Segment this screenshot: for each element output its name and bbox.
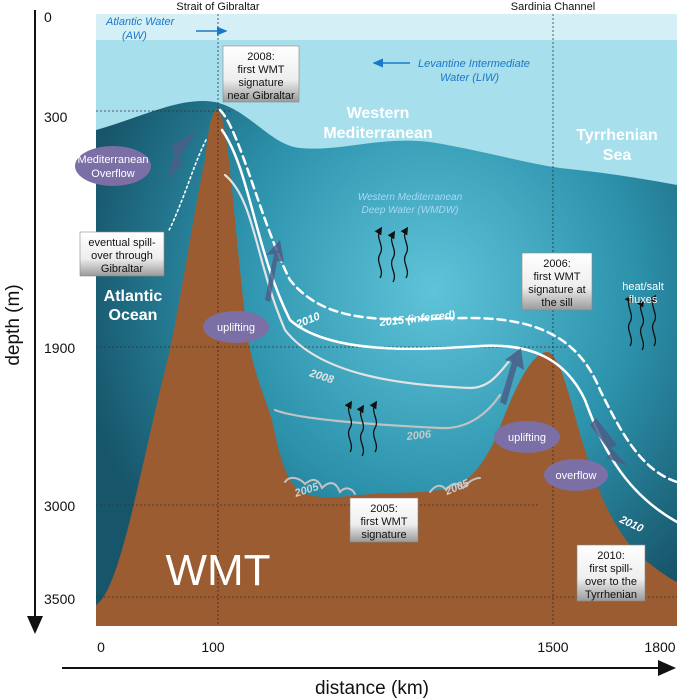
atlantic-ocean-line1: Atlantic (104, 288, 163, 305)
y-axis-title: depth (m) (3, 284, 24, 365)
western-med-line2: Mediterranean (323, 125, 432, 142)
box-2005-line3: signature (361, 529, 406, 541)
box-2005-line1: 2005: (370, 503, 398, 515)
box-spill-line1: eventual spill- (88, 237, 156, 249)
box-2006: 2006: first WMT signature at the sill (521, 252, 593, 311)
label-strait-of-gibraltar: Strait of Gibraltar (176, 1, 259, 13)
atlantic-ocean-line2: Ocean (109, 307, 158, 324)
box-2005-line2: first WMT (360, 516, 407, 528)
line-2008 (223, 173, 512, 390)
box-spill-line2: over through (91, 250, 153, 262)
mixing-squiggles-lower (344, 400, 378, 457)
wmdw-line2: Deep Water (WMDW) (361, 205, 458, 216)
x-tick-100: 100 (201, 639, 225, 655)
fluxes-line1: heat/salt (622, 281, 664, 293)
box-2008-line4: near Gibraltar (227, 90, 295, 102)
label-sardinia-channel: Sardinia Channel (511, 1, 595, 13)
box-2005: 2005: first WMT signature (349, 497, 419, 543)
x-tick-1800: 1800 (644, 639, 675, 655)
ellipse-uplifting-left: uplifting (203, 311, 269, 343)
box-2010: 2010: first spill- over to the Tyrrhenia… (576, 544, 646, 602)
svg-text:Overflow: Overflow (91, 168, 134, 180)
wmdw-line1: Western Mediterranean (358, 192, 463, 203)
atlantic-water-line1: Atlantic Water (105, 16, 176, 28)
box-2006-line1: 2006: (543, 258, 571, 270)
ellipse-med-overflow: Mediterranean Overflow (75, 146, 151, 186)
mixing-squiggles-right (624, 294, 657, 351)
y-tick-0: 0 (44, 9, 52, 25)
label-2006: 2006 (405, 428, 432, 443)
overflow-arrow (590, 418, 628, 466)
liw-line2: Water (LIW) (440, 72, 499, 84)
tyrrhenian-line2: Sea (603, 147, 632, 164)
y-tick-300: 300 (44, 109, 68, 125)
y-tick-1900: 1900 (44, 340, 75, 356)
atlantic-water-line2: (AW) (122, 30, 147, 42)
y-tick-3500: 3500 (44, 591, 75, 607)
y-tick-3000: 3000 (44, 498, 75, 514)
svg-text:Mediterranean: Mediterranean (78, 154, 149, 166)
ellipse-med-overflow-line1: Mediterranean (78, 154, 149, 166)
box-2010-line3: over to the (585, 576, 637, 588)
line-outflow-dotted (167, 139, 207, 233)
wmt-label: WMT (165, 546, 270, 595)
tyrrhenian-line1: Tyrrhenian (576, 127, 658, 144)
box-2008-line3: signature (238, 77, 283, 89)
x-tick-0: 0 (97, 639, 105, 655)
box-2008-line1: 2008: (247, 51, 275, 63)
flow-arrows (168, 130, 628, 466)
ellipse-uplifting-right: uplifting (494, 421, 560, 453)
med-overflow-arrow (168, 130, 197, 180)
box-2010-line2: first spill- (589, 563, 633, 575)
seafloor (96, 109, 677, 626)
box-spill-line3: Gibraltar (101, 263, 144, 275)
box-spill: eventual spill- over through Gibraltar (79, 231, 165, 277)
box-2008: 2008: first WMT signature near Gibraltar (222, 45, 300, 103)
atlantic-water-band (96, 14, 677, 40)
line-2006 (273, 393, 502, 430)
box-2008-line2: first WMT (237, 64, 284, 76)
line-2015-inferred (218, 108, 679, 484)
box-2006-line4: the sill (541, 297, 572, 309)
uplift-arrow-right (500, 348, 524, 405)
fluxes-line2: fluxes (629, 294, 658, 306)
box-2010-line1: 2010: (597, 550, 625, 562)
box-2006-line3: signature at (528, 284, 585, 296)
ellipse-uplifting-left-label: uplifting (217, 322, 255, 334)
box-2006-line2: first WMT (533, 271, 580, 283)
ellipse-uplifting-right-label: uplifting (508, 432, 546, 444)
ellipse-med-overflow-line2: Overflow (91, 168, 134, 180)
liw-line1: Levantine Intermediate (418, 58, 530, 70)
mixing-squiggles-center (374, 226, 409, 283)
x-axis-title: distance (km) (315, 678, 429, 699)
line-2005-right (429, 477, 481, 493)
western-med-line1: Western (347, 105, 410, 122)
ellipse-overflow: overflow (544, 459, 608, 491)
line-2005-left (284, 476, 356, 495)
ellipse-overflow-label: overflow (556, 470, 597, 482)
uplift-arrow-left (265, 240, 284, 302)
box-2010-line4: Tyrrhenian (585, 589, 637, 601)
x-tick-1500: 1500 (537, 639, 568, 655)
